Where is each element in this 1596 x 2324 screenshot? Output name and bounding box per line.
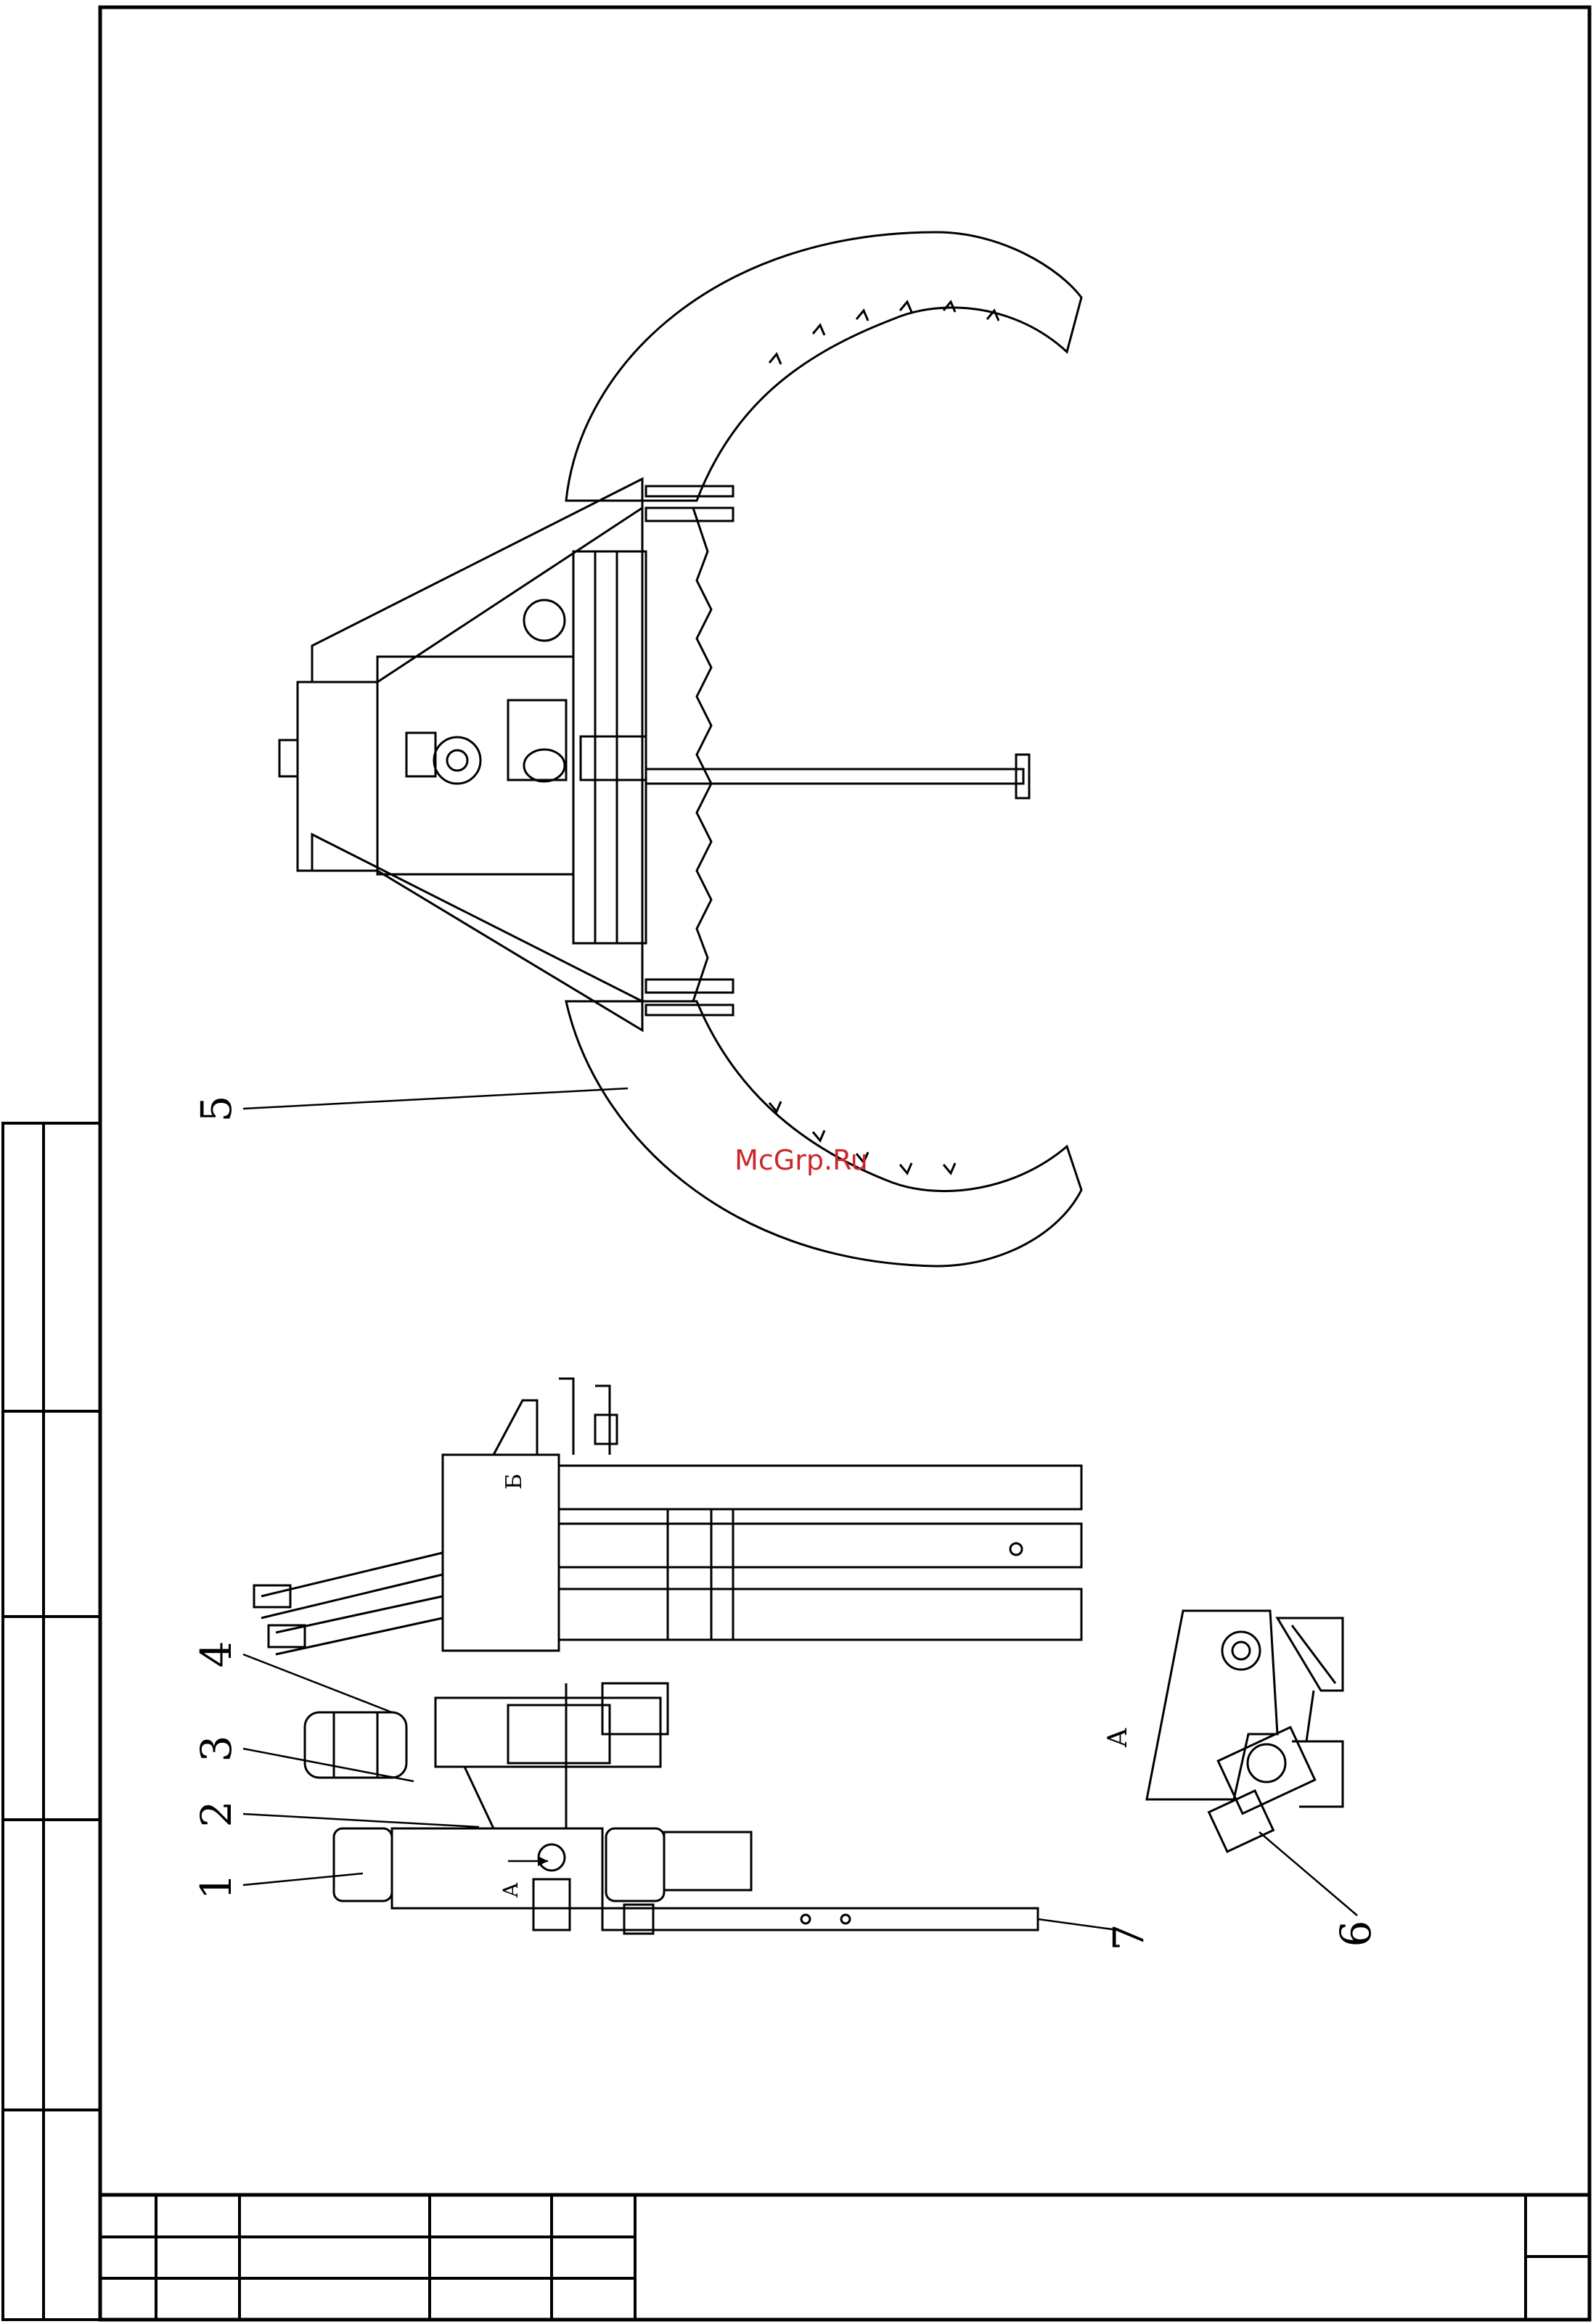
title-block: [100, 2195, 1589, 2320]
arrow-a-label: A: [499, 1882, 523, 1898]
callout-7: 7: [1104, 1924, 1153, 1951]
leader-1: [243, 1873, 363, 1885]
section-mark-b: Б: [502, 1474, 527, 1490]
leader-5: [243, 1088, 628, 1109]
arrow-a-head: [538, 1856, 548, 1866]
callout-1: 1: [192, 1873, 241, 1900]
grapple-assembly-drawing: [279, 232, 1081, 1266]
leader-4: [243, 1654, 392, 1712]
leader-6: [1259, 1832, 1357, 1916]
detail-view-a-drawing: [1147, 1611, 1343, 1852]
leader-3: [243, 1749, 414, 1781]
callout-6: 6: [1331, 1921, 1380, 1947]
watermark: McGrp.Ru: [734, 1144, 868, 1176]
side-stamp-columns: [3, 1123, 100, 2320]
view-a-label: A: [1103, 1728, 1133, 1748]
leader-2: [243, 1814, 479, 1827]
callout-2: 2: [192, 1801, 241, 1828]
callout-3: 3: [192, 1736, 241, 1762]
callout-5: 5: [192, 1096, 241, 1122]
side-view-drawing: [254, 1379, 1081, 1934]
callout-4: 4: [192, 1641, 241, 1668]
